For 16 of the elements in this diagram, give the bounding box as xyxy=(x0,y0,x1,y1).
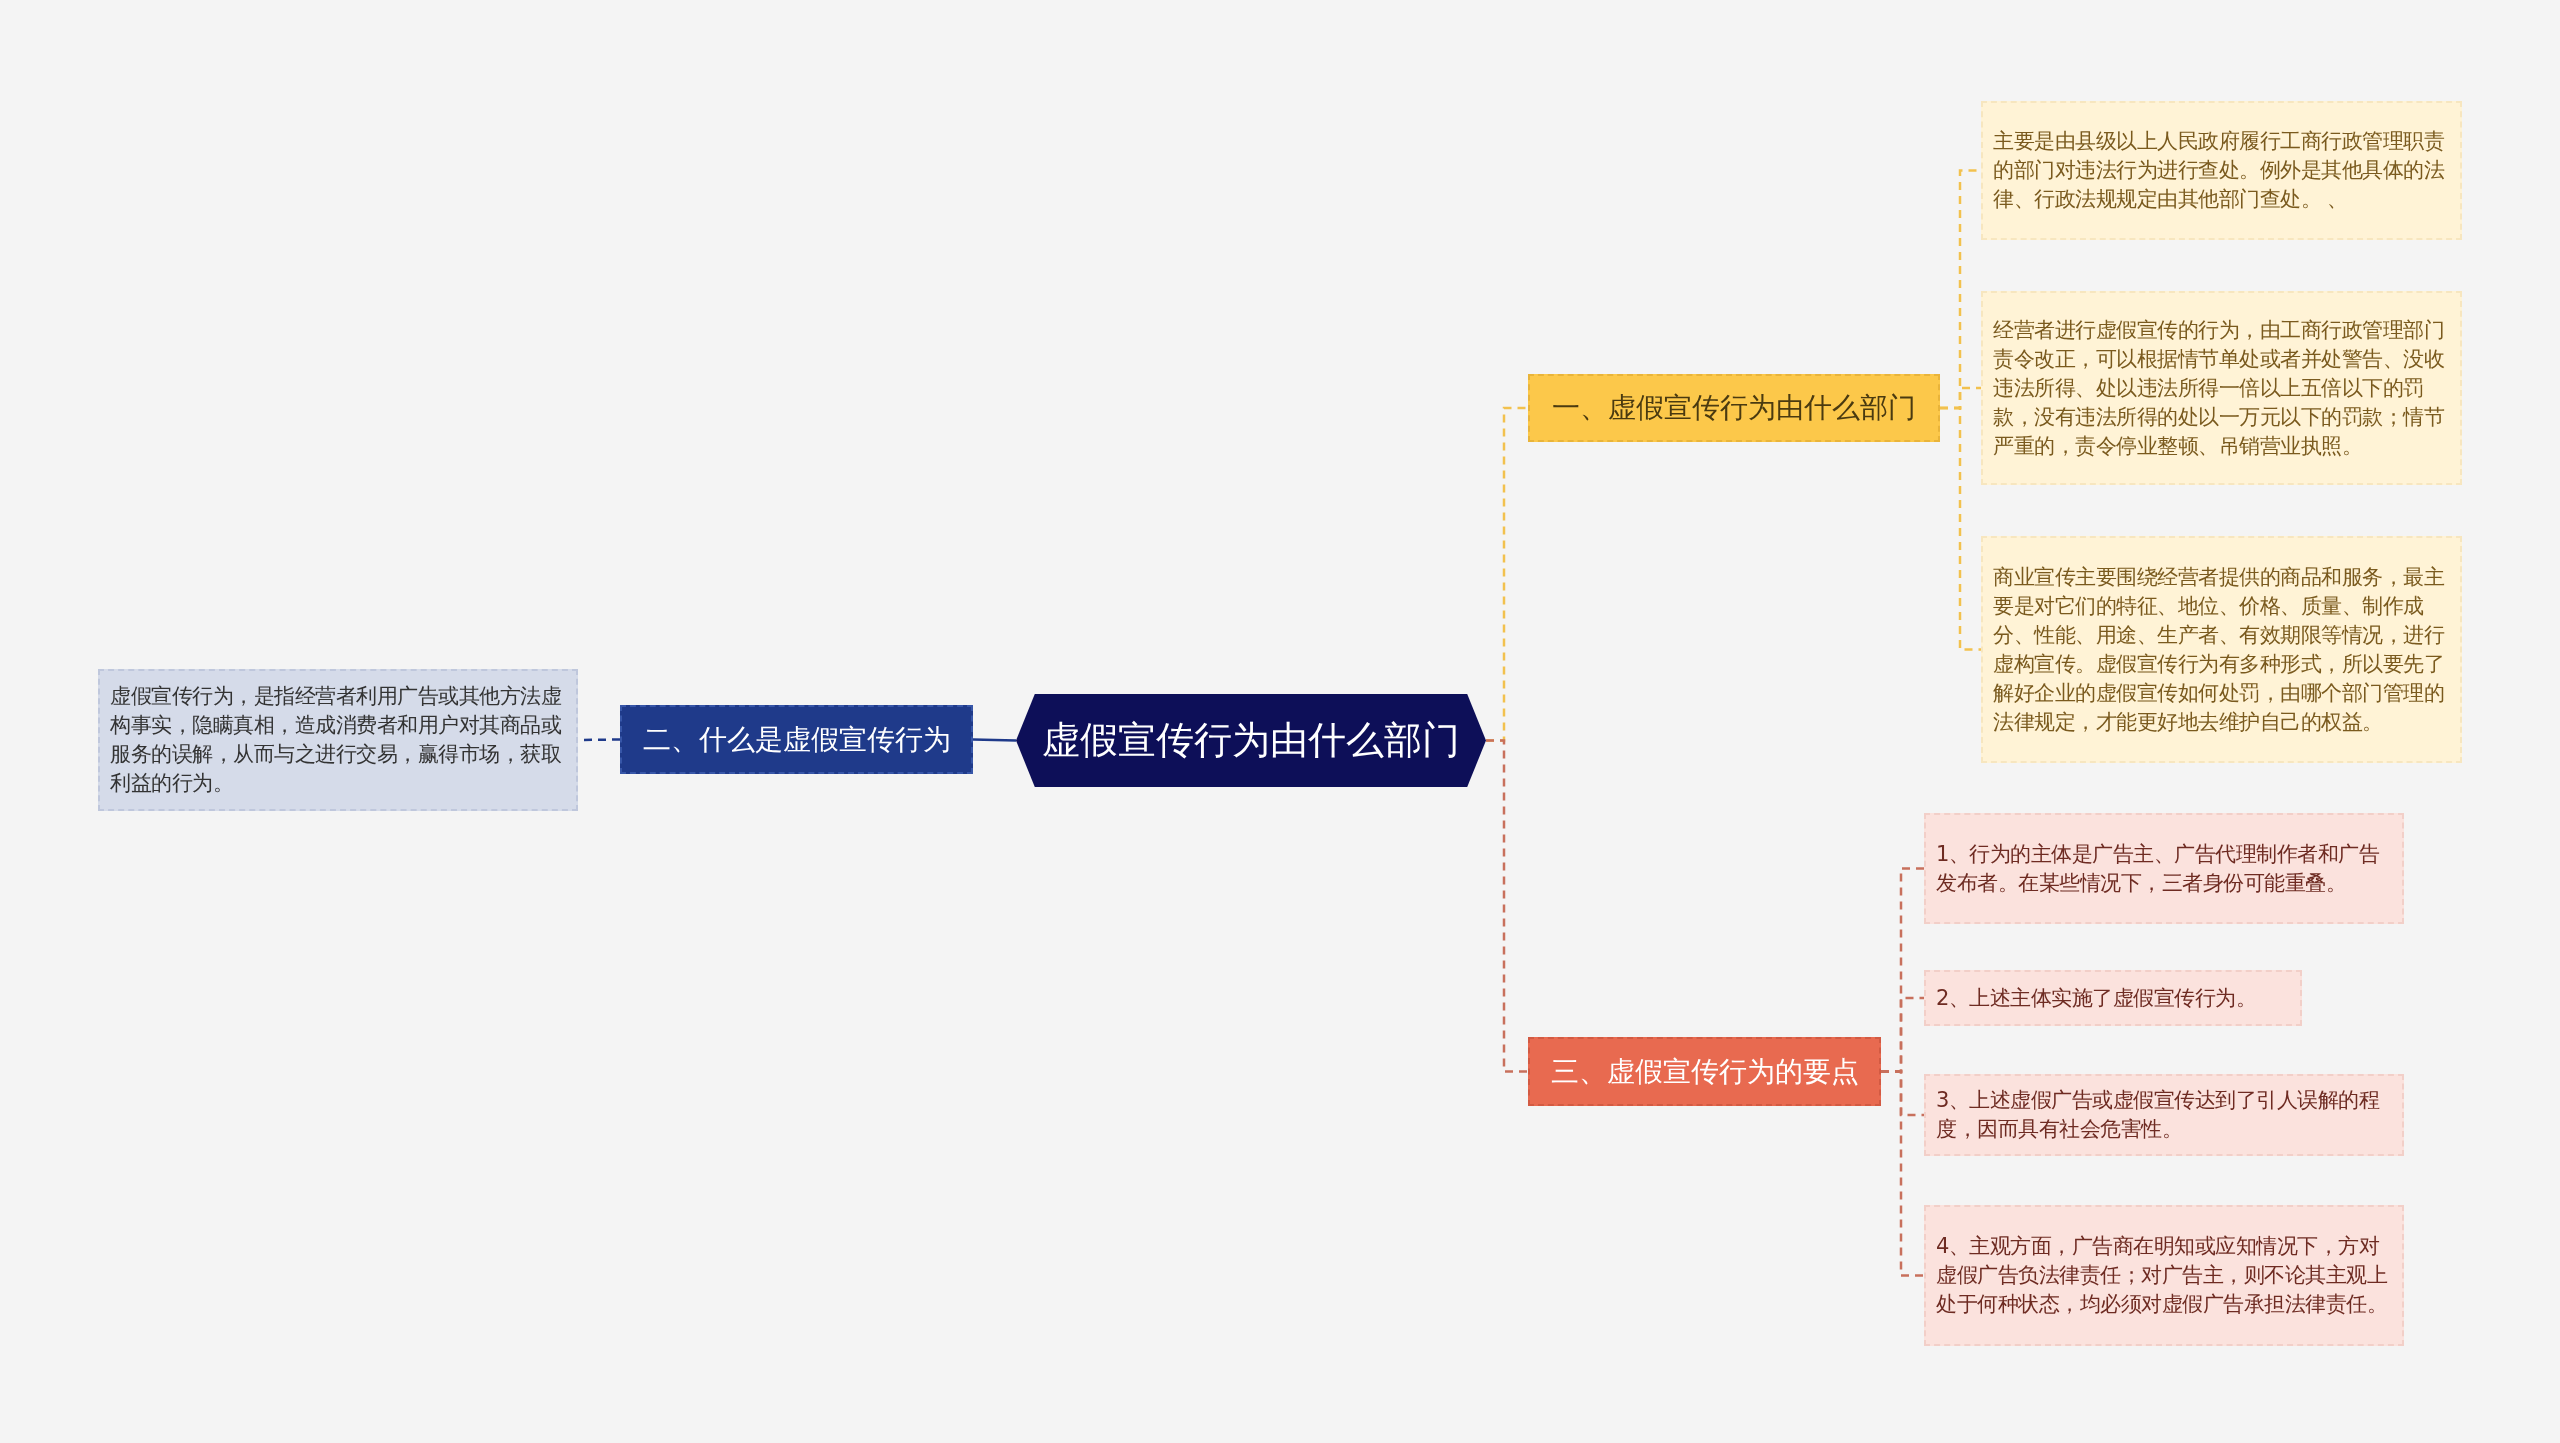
note-card: 3、上述虚假广告或虚假宣传达到了引人误解的程度，因而具有社会危害性。 xyxy=(1924,1074,2404,1156)
connector xyxy=(1881,1070,1924,1277)
topic-box: 二、什么是虚假宣传行为 xyxy=(620,705,973,774)
connector xyxy=(972,738,1017,742)
note-card: 虚假宣传行为，是指经营者利用广告或其他方法虚构事实，隐瞒真相，造成消费者和用户对其商品或服务的误解，从而与之进行交易，赢得市场，获取利益的行为。 xyxy=(98,669,578,811)
note-card: 2、上述主体实施了虚假宣传行为。 xyxy=(1924,970,2302,1026)
note-card: 1、行为的主体是广告主、广告代理制作者和广告发布者。在某些情况下，三者身份可能重叠。 xyxy=(1924,813,2404,924)
central-topic: 虚假宣传行为由什么部门 xyxy=(1016,694,1486,787)
connector xyxy=(1940,406,1981,651)
topic-box: 三、虚假宣传行为的要点 xyxy=(1528,1037,1881,1106)
note-card: 主要是由县级以上人民政府履行工商行政管理职责的部门对违法行为进行查处。例外是其他具体的法律、行政法规规定由其他部门查处。 、 xyxy=(1981,101,2462,240)
connector xyxy=(1486,739,1528,1073)
note-card: 经营者进行虚假宣传的行为，由工商行政管理部门责令改正，可以根据情节单处或者并处警告、没收违法所得、处以违法所得一倍以上五倍以下的罚款，没有违法所得的处以一万元以下的罚款；情节严重的，责令停业整顿、吊销营业执照。 xyxy=(1981,291,2462,485)
topic-box: 一、虚假宣传行为由什么部门 xyxy=(1528,374,1940,442)
note-card: 商业宣传主要围绕经营者提供的商品和服务，最主要是对它们的特征、地位、价格、质量、制作成分、性能、用途、生产者、有效期限等情况，进行虚构宣传。虚假宣传行为有多种形式，所以要先了解好企业的虚假宣传如何处罚，由哪个部门管理的法律规定，才能更好地去维护自己的权益。 xyxy=(1981,536,2462,763)
note-card: 4、主观方面，广告商在明知或应知情况下，方对虚假广告负法律责任；对广告主，则不论其主观上处于何种状态，均必须对虚假广告承担法律责任。 xyxy=(1924,1205,2404,1346)
